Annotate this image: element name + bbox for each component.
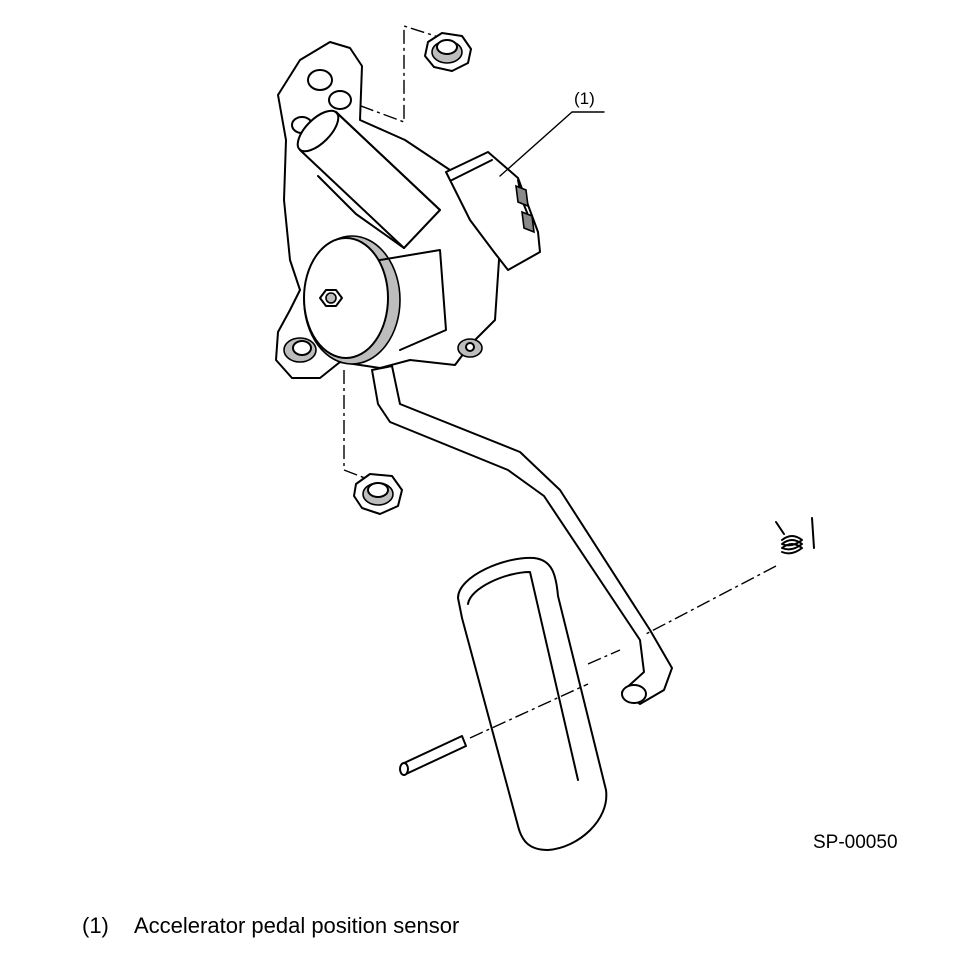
sensor xyxy=(445,151,541,271)
lower-nut xyxy=(353,473,403,515)
figure-code: SP-00050 xyxy=(813,832,898,853)
pedal-pad xyxy=(457,556,608,851)
return-spring xyxy=(775,517,815,555)
legend: (1) Accelerator pedal position sensor xyxy=(82,913,459,939)
callout-leader-line xyxy=(499,111,605,177)
pedal-arm xyxy=(371,365,673,705)
sensor-cylinder xyxy=(296,109,441,249)
callout-label-1: (1) xyxy=(574,89,595,108)
pedal-pivot xyxy=(303,235,447,365)
lower-nut-leader xyxy=(343,370,371,481)
legend-number: (1) xyxy=(82,913,109,938)
upper-nut xyxy=(424,32,472,72)
pivot-leader xyxy=(587,649,621,665)
spring-leader xyxy=(645,565,777,635)
pin xyxy=(399,683,589,776)
upper-nut-leader xyxy=(333,25,449,124)
legend-label: Accelerator pedal position sensor xyxy=(134,913,460,938)
